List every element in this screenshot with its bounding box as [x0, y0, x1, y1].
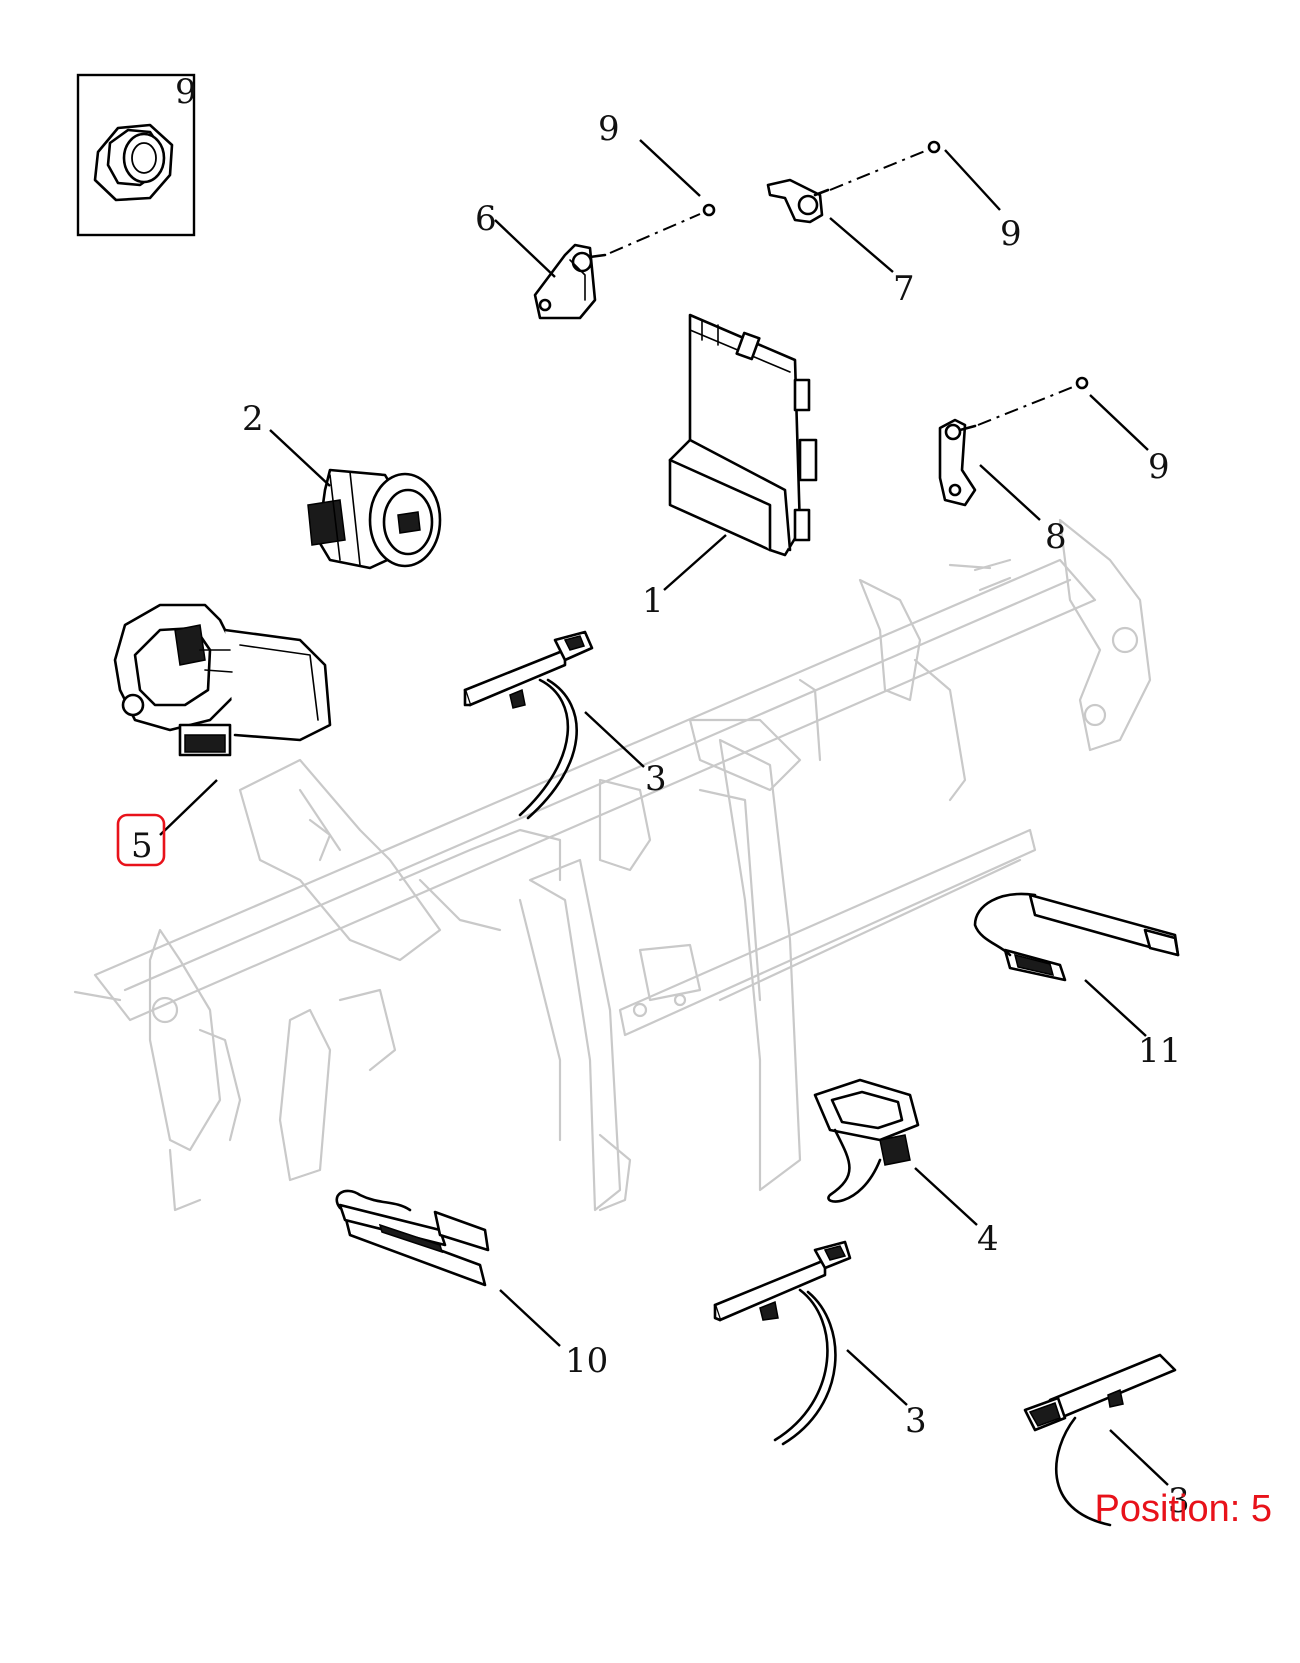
callout-part-4: 4 [977, 1219, 999, 1259]
part-6-bracket [533, 243, 607, 320]
callout-part-6: 6 [475, 199, 497, 239]
part-3-antenna-upper [463, 630, 594, 820]
callout-part-8: 8 [1045, 517, 1067, 557]
callout-part-2: 2 [242, 399, 264, 439]
callout-part-5[interactable]: 5 [131, 826, 153, 866]
part-4-antenna-ring [813, 1078, 920, 1203]
callout-nut-b: 9 [1000, 214, 1022, 254]
callout-part-10: 10 [565, 1341, 608, 1381]
position-label: Position: 5 [1094, 1488, 1272, 1530]
part-8-bracket [938, 418, 977, 507]
callout-nut-a: 9 [598, 109, 620, 149]
callout-part-3-c: 3 [1168, 1481, 1190, 1521]
cross-car-beam-frame [73, 518, 1152, 1212]
callout-labels: 9 9 6 9 7 9 2 8 1 3 11 4 10 3 3 5 [116, 72, 1190, 1521]
inset-nut-box [76, 73, 196, 237]
highlight-box-part-5 [116, 813, 166, 867]
part-1-control-module [668, 313, 818, 557]
callout-part-11: 11 [1138, 1031, 1181, 1071]
callout-inset-nut: 9 [175, 72, 197, 112]
part-2-start-button [307, 468, 442, 570]
part-10-antenna [335, 1189, 490, 1287]
callout-part-3-a: 3 [645, 759, 667, 799]
part-7-bracket [766, 178, 830, 224]
callout-part-7: 7 [893, 269, 915, 309]
hex-nut-icon [93, 123, 174, 202]
mounting-nuts [609, 140, 1089, 426]
leader-lines [159, 139, 1169, 1486]
callout-part-3-b: 3 [905, 1401, 927, 1441]
part-11-antenna [973, 892, 1180, 982]
part-5-steering-lock [113, 603, 332, 757]
callout-part-1: 1 [642, 581, 664, 621]
part-3-antenna-lower-center [713, 1240, 852, 1446]
part-3-antenna-lower-right [1023, 1353, 1177, 1527]
callout-nut-c: 9 [1148, 447, 1170, 487]
